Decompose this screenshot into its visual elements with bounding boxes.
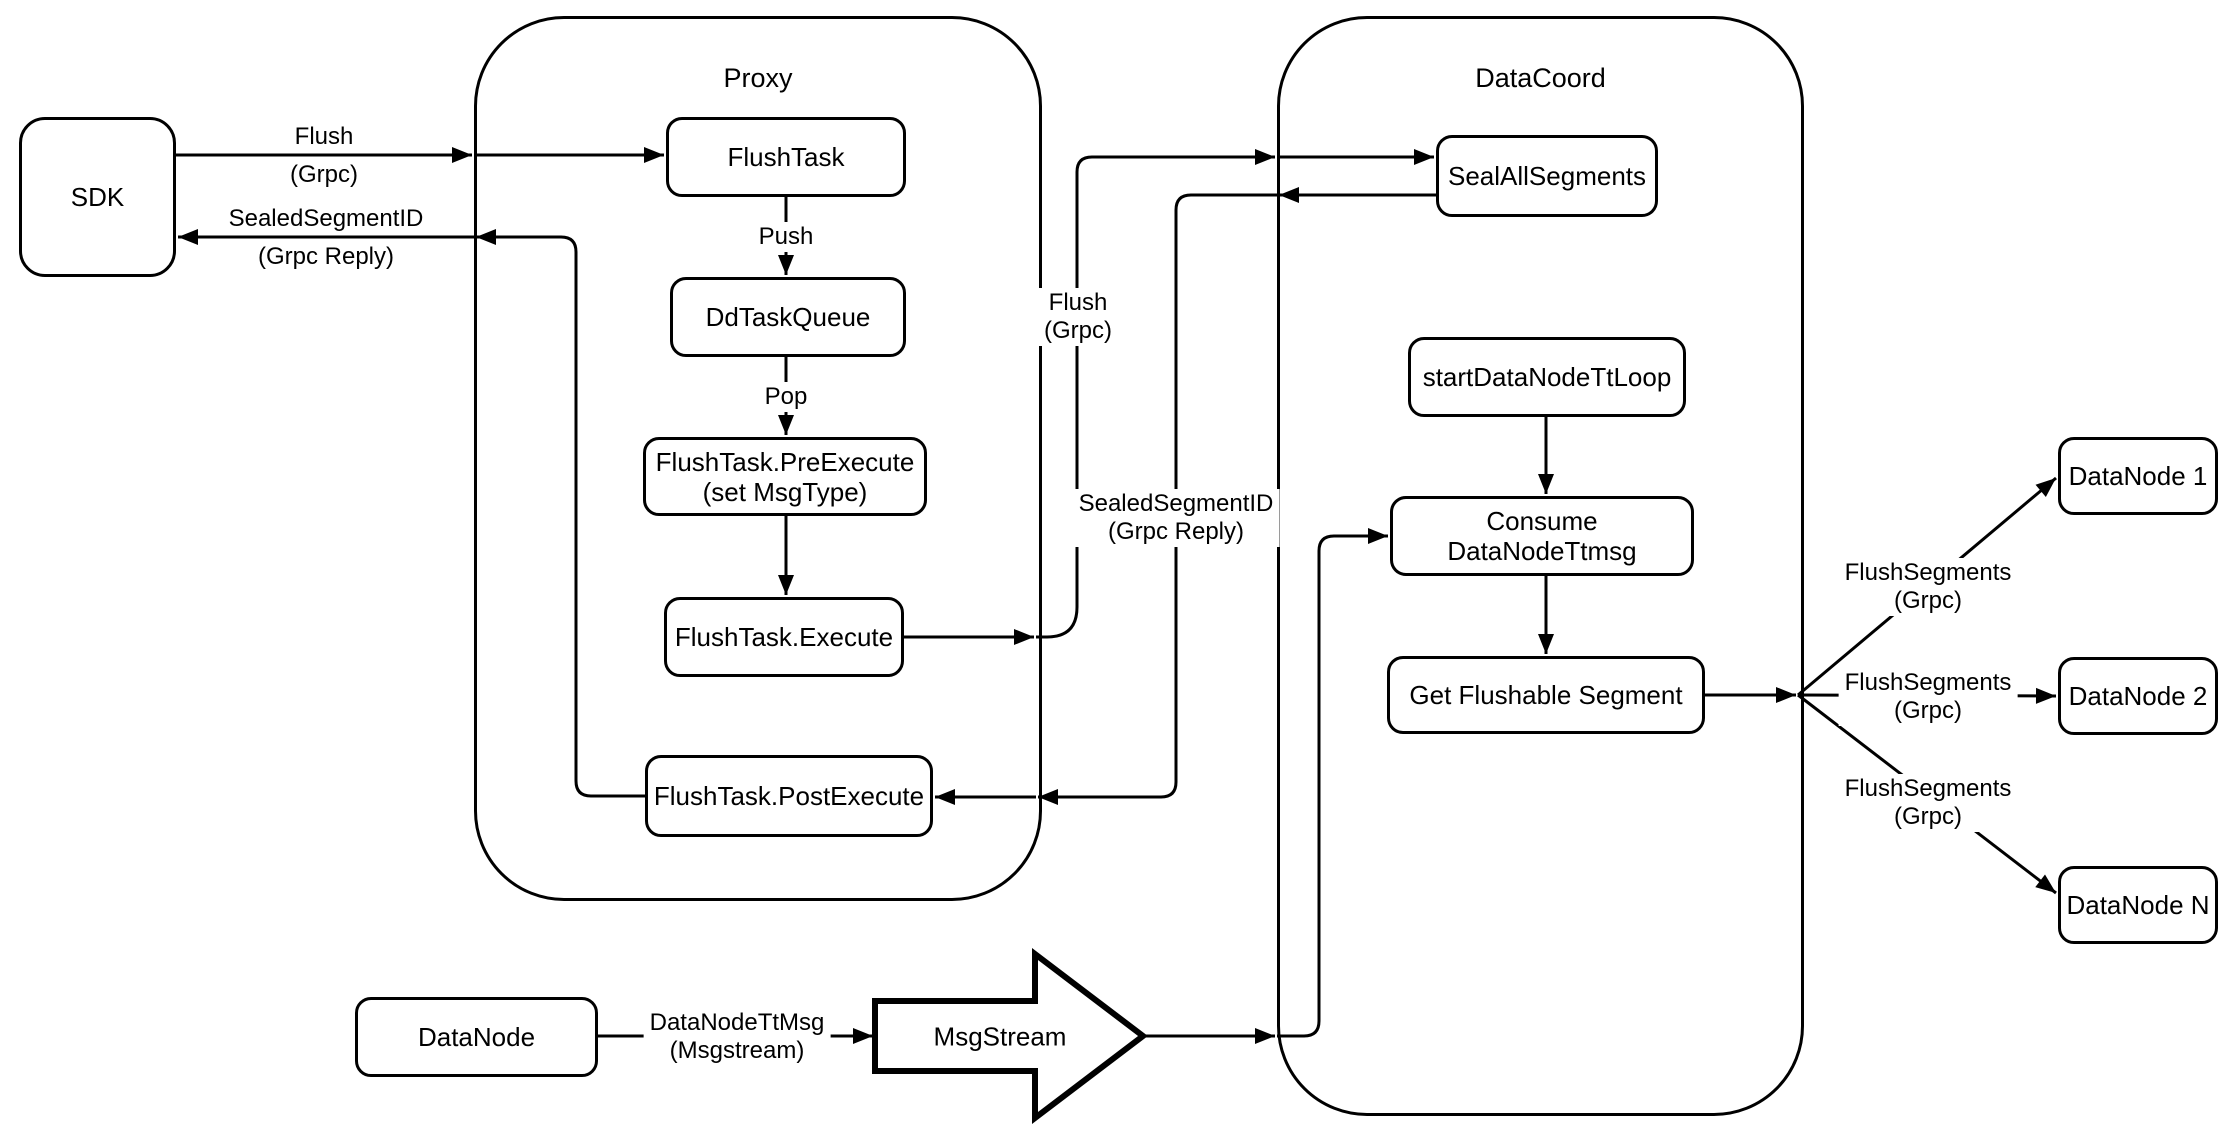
node-flushtask-label: FlushTask	[727, 142, 845, 172]
node-datanode2: DataNode 2	[2058, 657, 2218, 735]
node-getflushablesegment-label: Get Flushable Segment	[1409, 680, 1683, 710]
node-preexecute-label: FlushTask.PreExecute (set MsgType)	[655, 446, 915, 507]
node-datanoden: DataNode N	[2058, 866, 2218, 944]
node-sdk: SDK	[19, 117, 176, 277]
edge-label-sealedsegmentid-reply: SealedSegmentID (Grpc Reply)	[1072, 489, 1280, 547]
edge-label-datanodettmsg: DataNodeTtMsg (Msgstream)	[643, 1008, 831, 1066]
node-sealallsegments: SealAllSegments	[1436, 135, 1658, 217]
edge-label-push: Push	[752, 222, 820, 252]
msgstream-arrow-shape	[872, 947, 1148, 1125]
node-ddtaskqueue: DdTaskQueue	[670, 277, 906, 357]
edge-label-flushsegments-3: FlushSegments (Grpc)	[1838, 774, 2018, 832]
node-ddtaskqueue-label: DdTaskQueue	[705, 302, 871, 332]
edge-label-flush-grpc-sdk: Flush (Grpc)	[290, 123, 358, 188]
node-startdatanodettloop-label: startDataNodeTtLoop	[1422, 362, 1672, 392]
node-execute-label: FlushTask.Execute	[674, 622, 894, 652]
edge-label-flushsegments-2: FlushSegments (Grpc)	[1838, 668, 2018, 726]
node-execute: FlushTask.Execute	[664, 597, 904, 677]
node-datanode2-label: DataNode 2	[2068, 681, 2208, 711]
node-datanode: DataNode	[355, 997, 598, 1077]
node-msgstream-label: MsgStream	[933, 1021, 1067, 1052]
node-preexecute: FlushTask.PreExecute (set MsgType)	[643, 437, 927, 516]
datacoord-container: DataCoord	[1277, 16, 1804, 1116]
edge-datacoord-up-to-consume	[1277, 528, 1388, 1038]
node-consumedatanodettmsg-label: Consume DataNodeTtmsg	[1447, 506, 1637, 566]
node-postexecute: FlushTask.PostExecute	[645, 755, 933, 837]
node-sealallsegments-label: SealAllSegments	[1448, 161, 1646, 191]
edge-label-flush-grpc-datacoord: Flush (Grpc)	[1038, 288, 1118, 346]
node-datanode-label: DataNode	[417, 1022, 536, 1052]
edge-postexecute-to-proxy-border	[476, 229, 645, 798]
node-datanode1-label: DataNode 1	[2068, 461, 2208, 491]
edge-label-pop: Pop	[758, 382, 814, 412]
proxy-container-title: Proxy	[723, 63, 793, 93]
edge-proxyborder-up-to-datacoord	[1036, 149, 1275, 639]
node-postexecute-label: FlushTask.PostExecute	[653, 781, 925, 811]
node-datanoden-label: DataNode N	[2066, 890, 2210, 920]
datacoord-container-title: DataCoord	[1475, 63, 1606, 93]
node-getflushablesegment: Get Flushable Segment	[1387, 656, 1705, 734]
edge-label-sealedsegmentid-sdk: SealedSegmentID (Grpc Reply)	[228, 205, 424, 270]
proxy-container: Proxy	[474, 16, 1042, 901]
node-sdk-label: SDK	[70, 182, 125, 212]
node-consumedatanodettmsg: Consume DataNodeTtmsg	[1390, 496, 1694, 576]
node-startdatanodettloop: startDataNodeTtLoop	[1408, 337, 1686, 417]
node-datanode1: DataNode 1	[2058, 437, 2218, 515]
edge-label-flushsegments-1: FlushSegments (Grpc)	[1838, 558, 2018, 616]
node-flushtask: FlushTask	[666, 117, 906, 197]
